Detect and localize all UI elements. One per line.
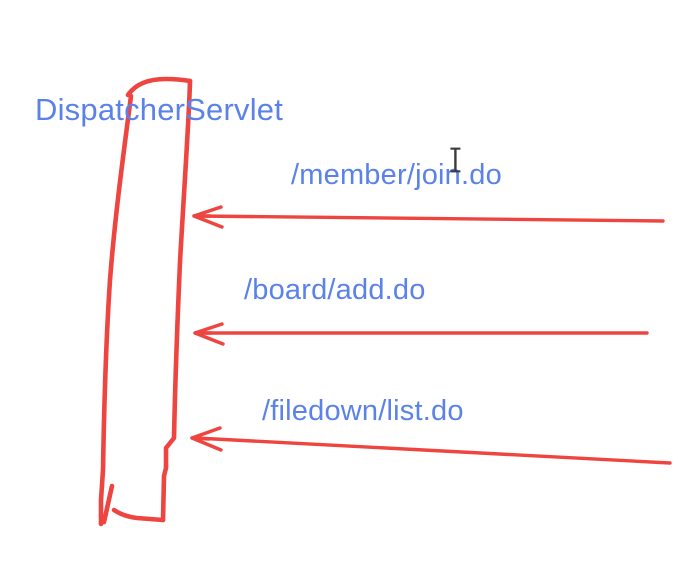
dispatcher-servlet-label: DispatcherServlet: [35, 92, 284, 127]
request-label-member-join: /member/join.do: [291, 159, 502, 191]
box-bottom-edge: [111, 507, 166, 523]
text-ibeam-cursor: [450, 147, 461, 173]
box-left-edge: [98, 93, 134, 527]
request-arrow-member-join: [192, 205, 665, 229]
box-top-edge: [125, 76, 193, 98]
arrow-shaft: [194, 436, 672, 465]
request-arrow-filedown-list: [190, 426, 672, 465]
arrow-shaft: [196, 214, 665, 223]
request-label-filedown-list: /filedown/list.do: [262, 395, 464, 427]
arrow-head-barb: [190, 436, 211, 441]
box-right-edge: [160, 78, 193, 523]
box-bottom-left-stub: [101, 483, 115, 525]
request-label-board-add: /board/add.do: [244, 274, 426, 306]
request-arrow-board-add: [193, 322, 649, 346]
dispatcher-servlet-box: [98, 76, 193, 527]
